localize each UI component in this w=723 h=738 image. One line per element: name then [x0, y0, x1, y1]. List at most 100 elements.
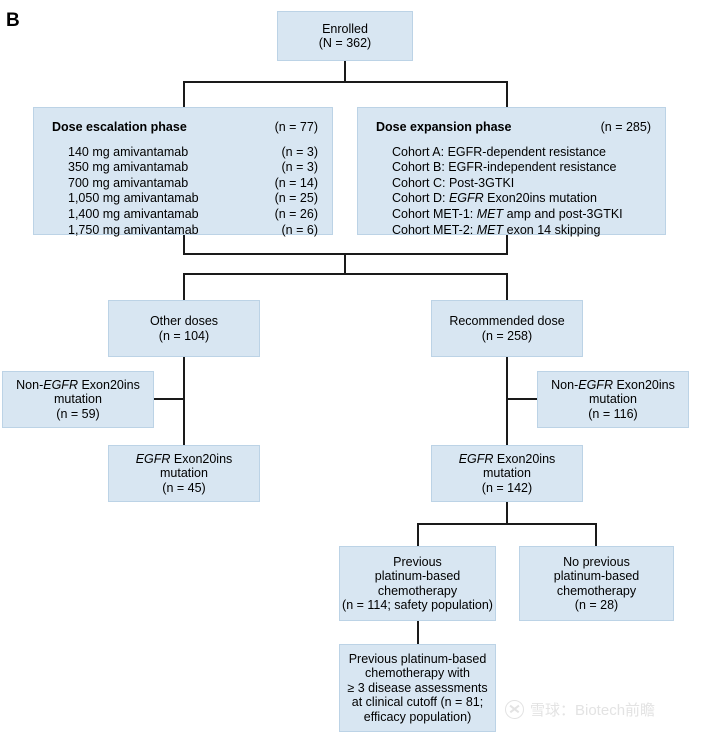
connector-enrolled-stem — [344, 60, 346, 82]
egfr-right-line1: EGFR Exon20ins — [459, 452, 556, 467]
node-enrolled-title: Enrolled — [322, 21, 368, 36]
cohort-prefix: Cohort MET-1: — [392, 206, 477, 221]
node-efficacy-population[interactable]: Previous platinum-based chemotherapy wit… — [339, 644, 496, 732]
egfr-left-suffix: Exon20ins — [170, 451, 233, 466]
dose-row-label: 140 mg amivantamab — [68, 144, 189, 159]
non-egfr-left-line2: mutation — [54, 392, 102, 407]
egfr-right-gene: EGFR — [458, 451, 494, 466]
non-egfr-right-gene: EGFR — [578, 377, 613, 392]
egfr-left-line2: mutation — [160, 466, 208, 481]
cohort-row: Cohort MET-2: MET exon 14 skipping — [392, 223, 651, 239]
no-prev-chemo-line3: chemotherapy — [556, 583, 637, 598]
cohort-suffix: Exon20ins mutation — [483, 191, 597, 206]
dose-escalation-row: 1,400 mg amivantamab (n = 26) — [68, 207, 318, 223]
connector-to-escalation — [183, 81, 185, 107]
connector-egfr-right-down — [506, 502, 508, 524]
egfr-left-count: (n = 45) — [162, 480, 206, 495]
efficacy-line4: at clinical cutoff (n = 81; — [351, 695, 484, 710]
watermark: 雪球：Biotech前瞻 — [505, 699, 655, 720]
dose-row-label: 350 mg amivantamab — [68, 160, 189, 175]
cohort-prefix: Cohort B: EGFR-independent resistance — [392, 160, 617, 175]
other-doses-label: Other doses — [149, 314, 219, 328]
no-prev-chemo-line1: No previous — [563, 554, 630, 569]
prev-chemo-count: (n = 114; safety population) — [342, 598, 493, 612]
connector-to-other-doses — [183, 273, 185, 300]
dose-expansion-count: (n = 285) — [600, 120, 651, 134]
non-egfr-right-line2: mutation — [589, 392, 637, 407]
connector-prev-chemo-to-efficacy — [417, 621, 419, 644]
connector-expansion-down — [506, 235, 508, 255]
cohort-suffix: exon 14 skipping — [503, 222, 601, 237]
connector-recommended-dose-down — [506, 357, 508, 445]
prev-chemo-line3: chemotherapy — [377, 583, 458, 598]
watermark-logo-icon — [505, 700, 524, 719]
connector-to-prev-chemo — [417, 523, 419, 546]
cohort-row: Cohort C: Post-3GTKI — [392, 176, 651, 192]
dose-expansion-rows: Cohort A: EGFR-dependent resistance Coho… — [376, 145, 651, 239]
egfr-left-line1: EGFR Exon20ins — [136, 452, 233, 467]
prev-chemo-line2: platinum-based — [374, 569, 461, 583]
node-enrolled[interactable]: Enrolled (N = 362) — [277, 11, 413, 61]
other-doses-count: (n = 104) — [158, 328, 210, 343]
dose-expansion-header: Dose expansion phase (n = 285) — [376, 120, 651, 136]
node-dose-escalation[interactable]: Dose escalation phase (n = 77) 140 mg am… — [33, 107, 333, 237]
cohort-prefix: Cohort D: — [392, 191, 449, 206]
node-dose-expansion[interactable]: Dose expansion phase (n = 285) Cohort A:… — [357, 107, 666, 237]
node-other-doses[interactable]: Other doses (n = 104) — [108, 300, 260, 357]
dose-escalation-title: Dose escalation phase — [52, 120, 187, 134]
cohort-row: Cohort D: EGFR Exon20ins mutation — [392, 191, 651, 207]
dose-row-label: 1,400 mg amivantamab — [68, 206, 199, 221]
node-recommended-dose[interactable]: Recommended dose (n = 258) — [431, 300, 583, 357]
egfr-right-count: (n = 142) — [481, 480, 533, 495]
dose-escalation-row: 140 mg amivantamab (n = 3) — [68, 145, 318, 161]
connector-to-recommended-dose — [506, 273, 508, 300]
efficacy-line3: ≥ 3 disease assessments — [347, 680, 488, 695]
non-egfr-left-prefix: Non- — [16, 377, 44, 392]
non-egfr-left-line1: Non-EGFR Exon20ins — [16, 378, 140, 393]
non-egfr-left-gene: EGFR — [43, 377, 78, 392]
node-enrolled-count: (N = 362) — [318, 36, 372, 50]
connector-escalation-down — [183, 235, 185, 255]
node-egfr-exon20ins-left[interactable]: EGFR Exon20ins mutation (n = 45) — [108, 445, 260, 502]
non-egfr-right-suffix: Exon20ins — [612, 377, 675, 392]
cohort-row: Cohort A: EGFR-dependent resistance — [392, 145, 651, 161]
dose-expansion-title: Dose expansion phase — [376, 120, 512, 134]
efficacy-line1: Previous platinum-based — [348, 651, 487, 666]
node-egfr-exon20ins-right[interactable]: EGFR Exon20ins mutation (n = 142) — [431, 445, 583, 502]
prev-chemo-line1: Previous — [393, 554, 442, 569]
no-prev-chemo-count: (n = 28) — [574, 598, 619, 612]
non-egfr-left-count: (n = 59) — [56, 406, 100, 421]
cohort-prefix: Cohort A: EGFR-dependent resistance — [392, 144, 607, 159]
egfr-right-line2: mutation — [483, 466, 531, 481]
connector-top-split-bar — [183, 81, 508, 83]
connector-to-no-prev-chemo — [595, 523, 597, 546]
efficacy-line2: chemotherapy with — [365, 666, 470, 681]
dose-row-count: (n = 25) — [274, 191, 318, 206]
efficacy-line5: efficacy population) — [363, 709, 472, 724]
dose-escalation-row: 700 mg amivantamab (n = 14) — [68, 176, 318, 192]
dose-escalation-rows: 140 mg amivantamab (n = 3) 350 mg amivan… — [52, 145, 318, 239]
non-egfr-left-suffix: Exon20ins — [77, 377, 140, 392]
dose-row-count: (n = 3) — [281, 160, 318, 175]
connector-to-expansion — [506, 81, 508, 107]
connector-chemo-split-bar — [417, 523, 596, 525]
dose-row-count: (n = 3) — [281, 144, 318, 159]
dose-escalation-row: 1,750 mg amivantamab (n = 6) — [68, 223, 318, 239]
dose-escalation-row: 350 mg amivantamab (n = 3) — [68, 160, 318, 176]
node-no-previous-chemotherapy[interactable]: No previous platinum-based chemotherapy … — [519, 546, 674, 621]
node-previous-chemotherapy[interactable]: Previous platinum-based chemotherapy (n … — [339, 546, 496, 621]
connector-dose-split-bar — [183, 273, 508, 275]
egfr-left-gene: EGFR — [135, 451, 171, 466]
dose-row-count: (n = 14) — [274, 175, 318, 190]
node-non-egfr-exon20ins-left[interactable]: Non-EGFR Exon20ins mutation (n = 59) — [2, 371, 154, 428]
dose-row-count: (n = 6) — [281, 222, 318, 237]
non-egfr-right-prefix: Non- — [551, 377, 579, 392]
node-non-egfr-exon20ins-right[interactable]: Non-EGFR Exon20ins mutation (n = 116) — [537, 371, 689, 428]
dose-escalation-count: (n = 77) — [274, 120, 318, 134]
dose-escalation-header: Dose escalation phase (n = 77) — [52, 120, 318, 136]
non-egfr-right-count: (n = 116) — [588, 406, 638, 421]
watermark-text: 雪球：Biotech前瞻 — [530, 702, 656, 719]
cohort-gene: MET — [476, 206, 504, 221]
connector-recommended-dose-to-non-egfr — [506, 398, 537, 400]
cohort-row: Cohort MET-1: MET amp and post-3GTKI — [392, 207, 651, 223]
